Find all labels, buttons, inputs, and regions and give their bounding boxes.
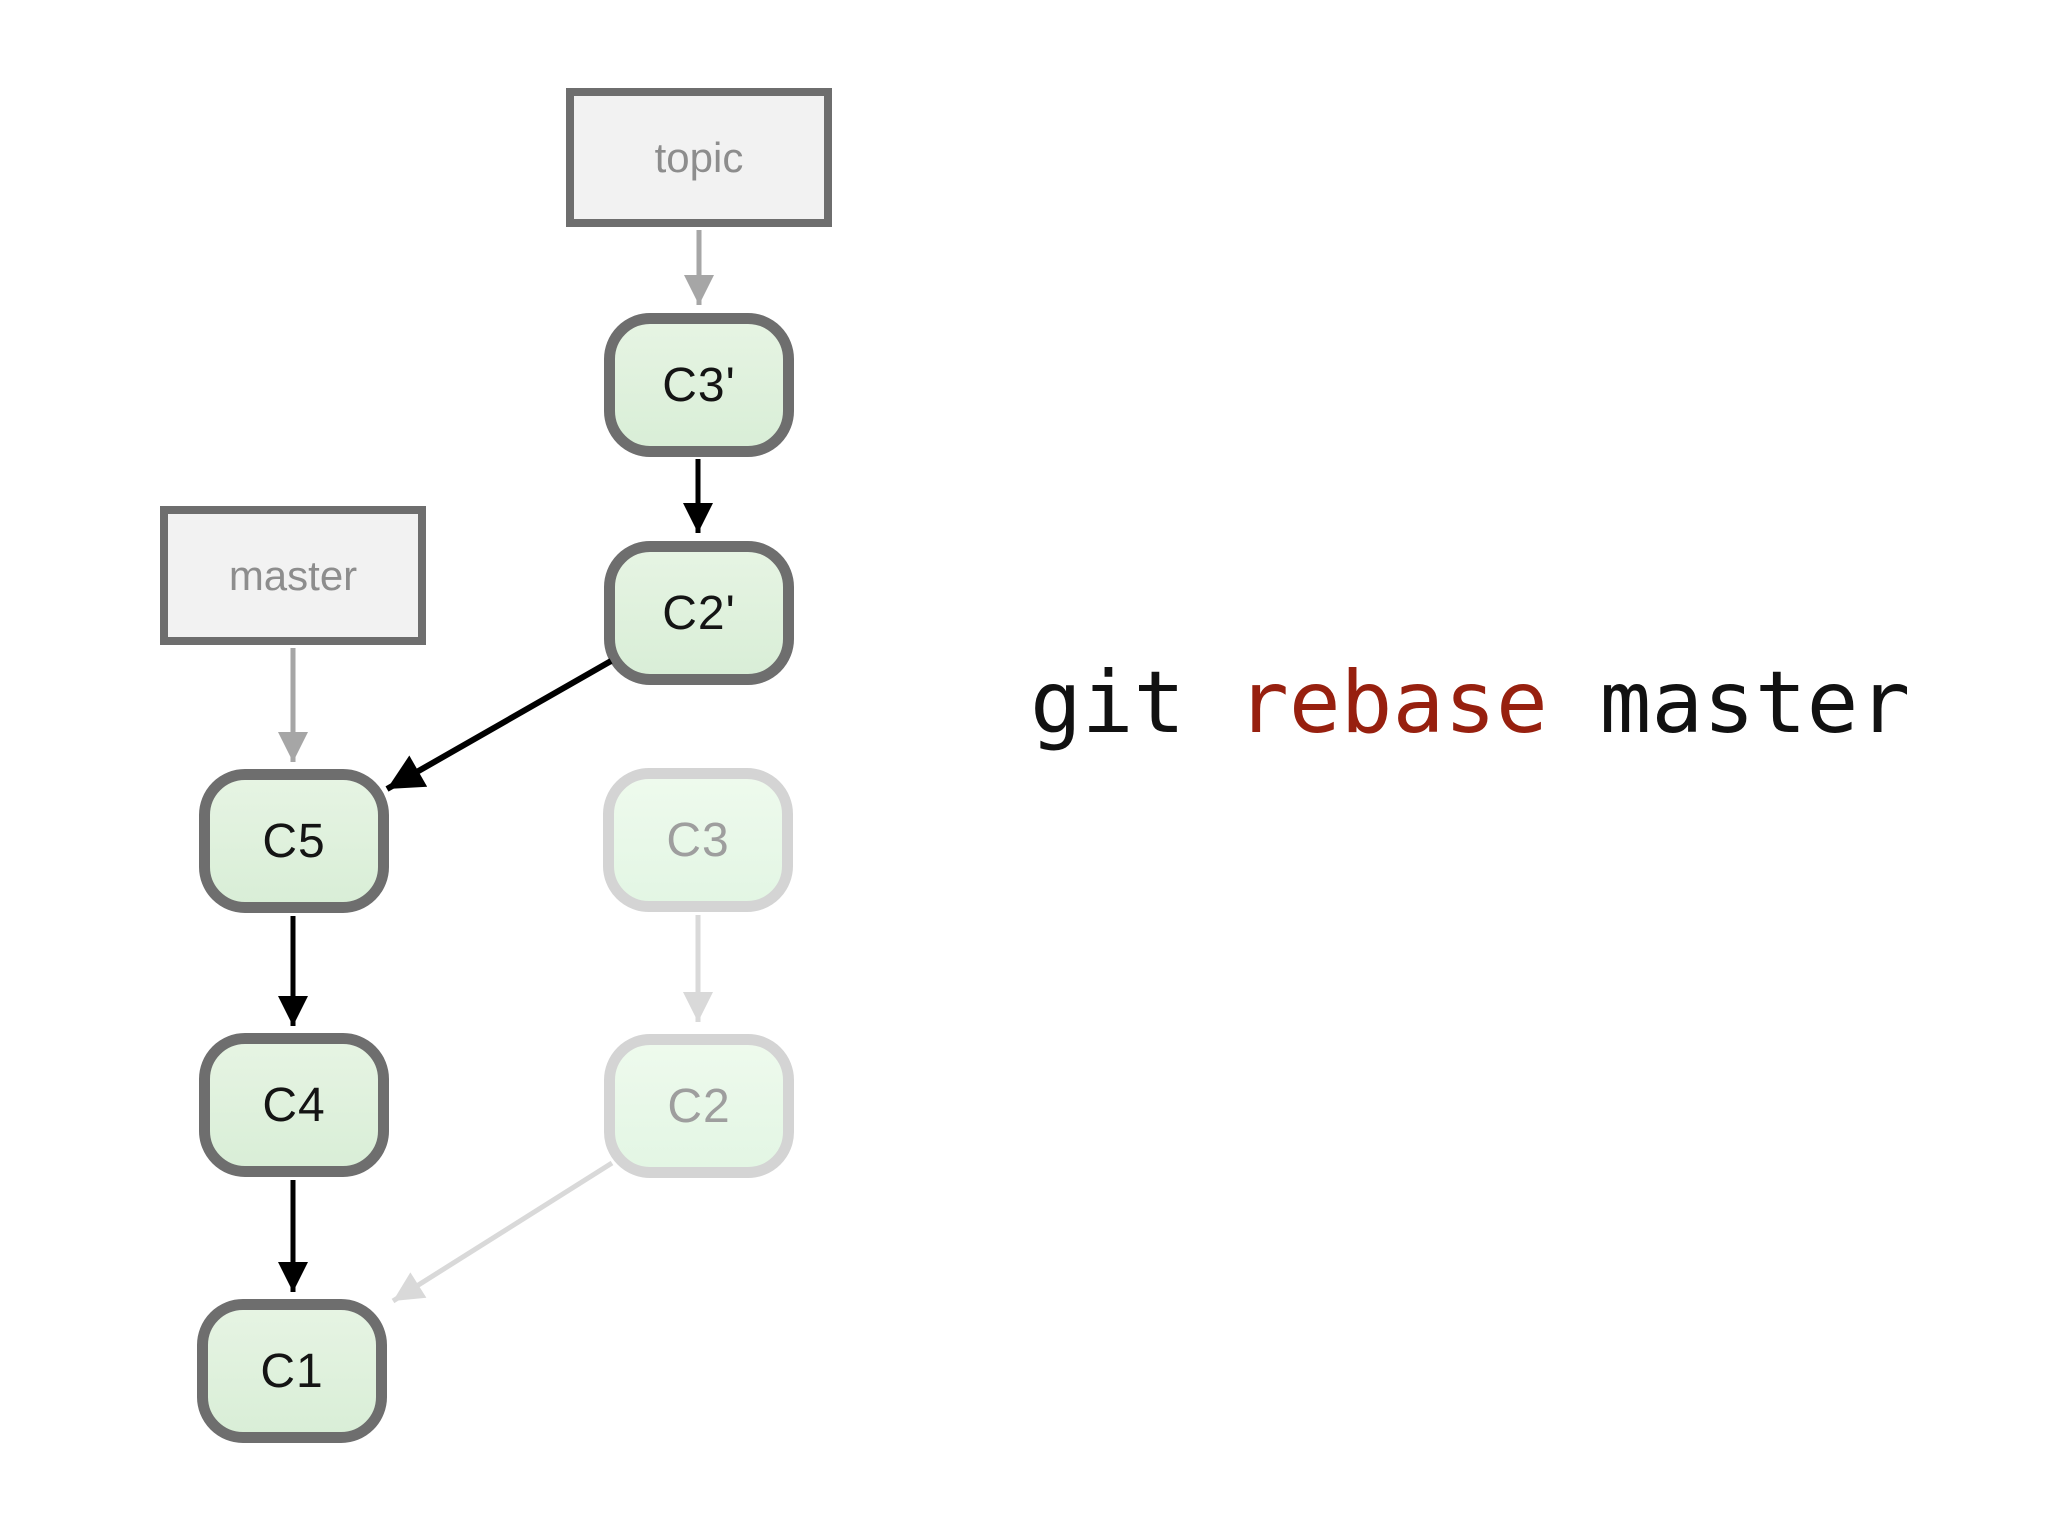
- commit-label: C4: [262, 1078, 326, 1132]
- commit-label: C2': [662, 586, 736, 640]
- branch-label-master-text: master: [228, 551, 358, 599]
- commit-node-c1: C1: [197, 1299, 387, 1443]
- command-highlight: rebase: [1237, 653, 1548, 753]
- branch-label-topic: topic: [566, 88, 832, 227]
- commit-node-c4: C4: [199, 1033, 389, 1177]
- commit-node-c5: C5: [199, 769, 389, 913]
- commit-node-c2-prime: C2': [604, 541, 794, 685]
- commit-label: C3: [666, 813, 730, 867]
- commit-node-c2-old: C2: [604, 1034, 794, 1178]
- git-command-text: git rebase master: [1030, 648, 1910, 758]
- commit-label: C1: [260, 1344, 324, 1398]
- command-prefix: git: [1030, 653, 1238, 753]
- commit-node-c3-old: C3: [603, 768, 793, 912]
- branch-label-master: master: [160, 506, 426, 645]
- arrow-c2-prime-to-c5: [385, 658, 613, 792]
- commit-node-c3-prime: C3': [604, 313, 794, 457]
- commit-label: C5: [262, 814, 326, 868]
- branch-label-topic-text: topic: [654, 133, 744, 181]
- commit-label: C3': [662, 358, 736, 412]
- arrow-c2-old-to-c1: [391, 1160, 614, 1304]
- commit-label: C2: [667, 1079, 731, 1133]
- command-suffix: master: [1547, 653, 1911, 753]
